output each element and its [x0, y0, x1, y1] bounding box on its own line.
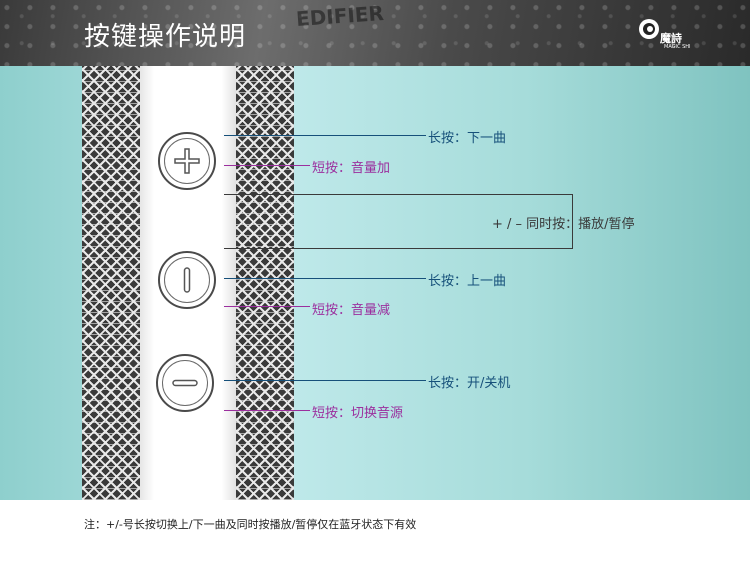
power-button[interactable]: [156, 354, 214, 412]
minus-button[interactable]: [158, 251, 216, 309]
label-bottom-short: 短按：切换音源: [312, 406, 404, 421]
page-title: 按键操作说明: [84, 22, 247, 52]
callout-line-mid-long: [224, 278, 426, 279]
label-mid-short: 短按：音量减: [312, 303, 391, 318]
callout-line-bottom-short: [224, 410, 310, 411]
callout-line-bottom-long: [224, 380, 426, 381]
callout-line-both-bottom: [224, 248, 572, 249]
plus-button[interactable]: [158, 132, 216, 190]
label-both: + / – 同时按：播放/暂停: [492, 217, 635, 232]
callout-line-plus-short: [224, 165, 310, 166]
logo-icon: [639, 19, 659, 39]
device-panel: 长按：下一曲 短按：音量加 + / – 同时按：播放/暂停 长按：上一曲 短按：…: [0, 66, 750, 500]
speaker-grille-right: [236, 66, 294, 500]
horizontal-bar-icon: [172, 379, 198, 387]
logo-text: 魔詩: [660, 32, 682, 45]
label-bottom-long: 长按：开/关机: [428, 376, 511, 391]
vertical-bar-icon: [183, 267, 191, 293]
footnote: 注：+/-号长按切换上/下一曲及同时按播放/暂停仅在蓝牙状态下有效: [84, 518, 417, 531]
callout-line-plus-long: [224, 135, 426, 136]
speaker-grille-left: [82, 66, 140, 500]
plus-icon: [174, 148, 200, 174]
label-mid-long: 长按：上一曲: [428, 274, 507, 289]
logo-subtext: MAGIC SHI: [664, 44, 691, 50]
callout-bracket: [572, 194, 573, 249]
callout-line-mid-short: [224, 306, 310, 307]
header-banner: EDIFIER 按键操作说明 魔詩 MAGIC SHI: [0, 0, 750, 66]
brand-watermark: EDIFIER: [295, 0, 385, 32]
label-plus-short: 短按：音量加: [312, 161, 391, 176]
callout-line-both-top: [224, 194, 572, 195]
label-plus-long: 长按：下一曲: [428, 131, 507, 146]
